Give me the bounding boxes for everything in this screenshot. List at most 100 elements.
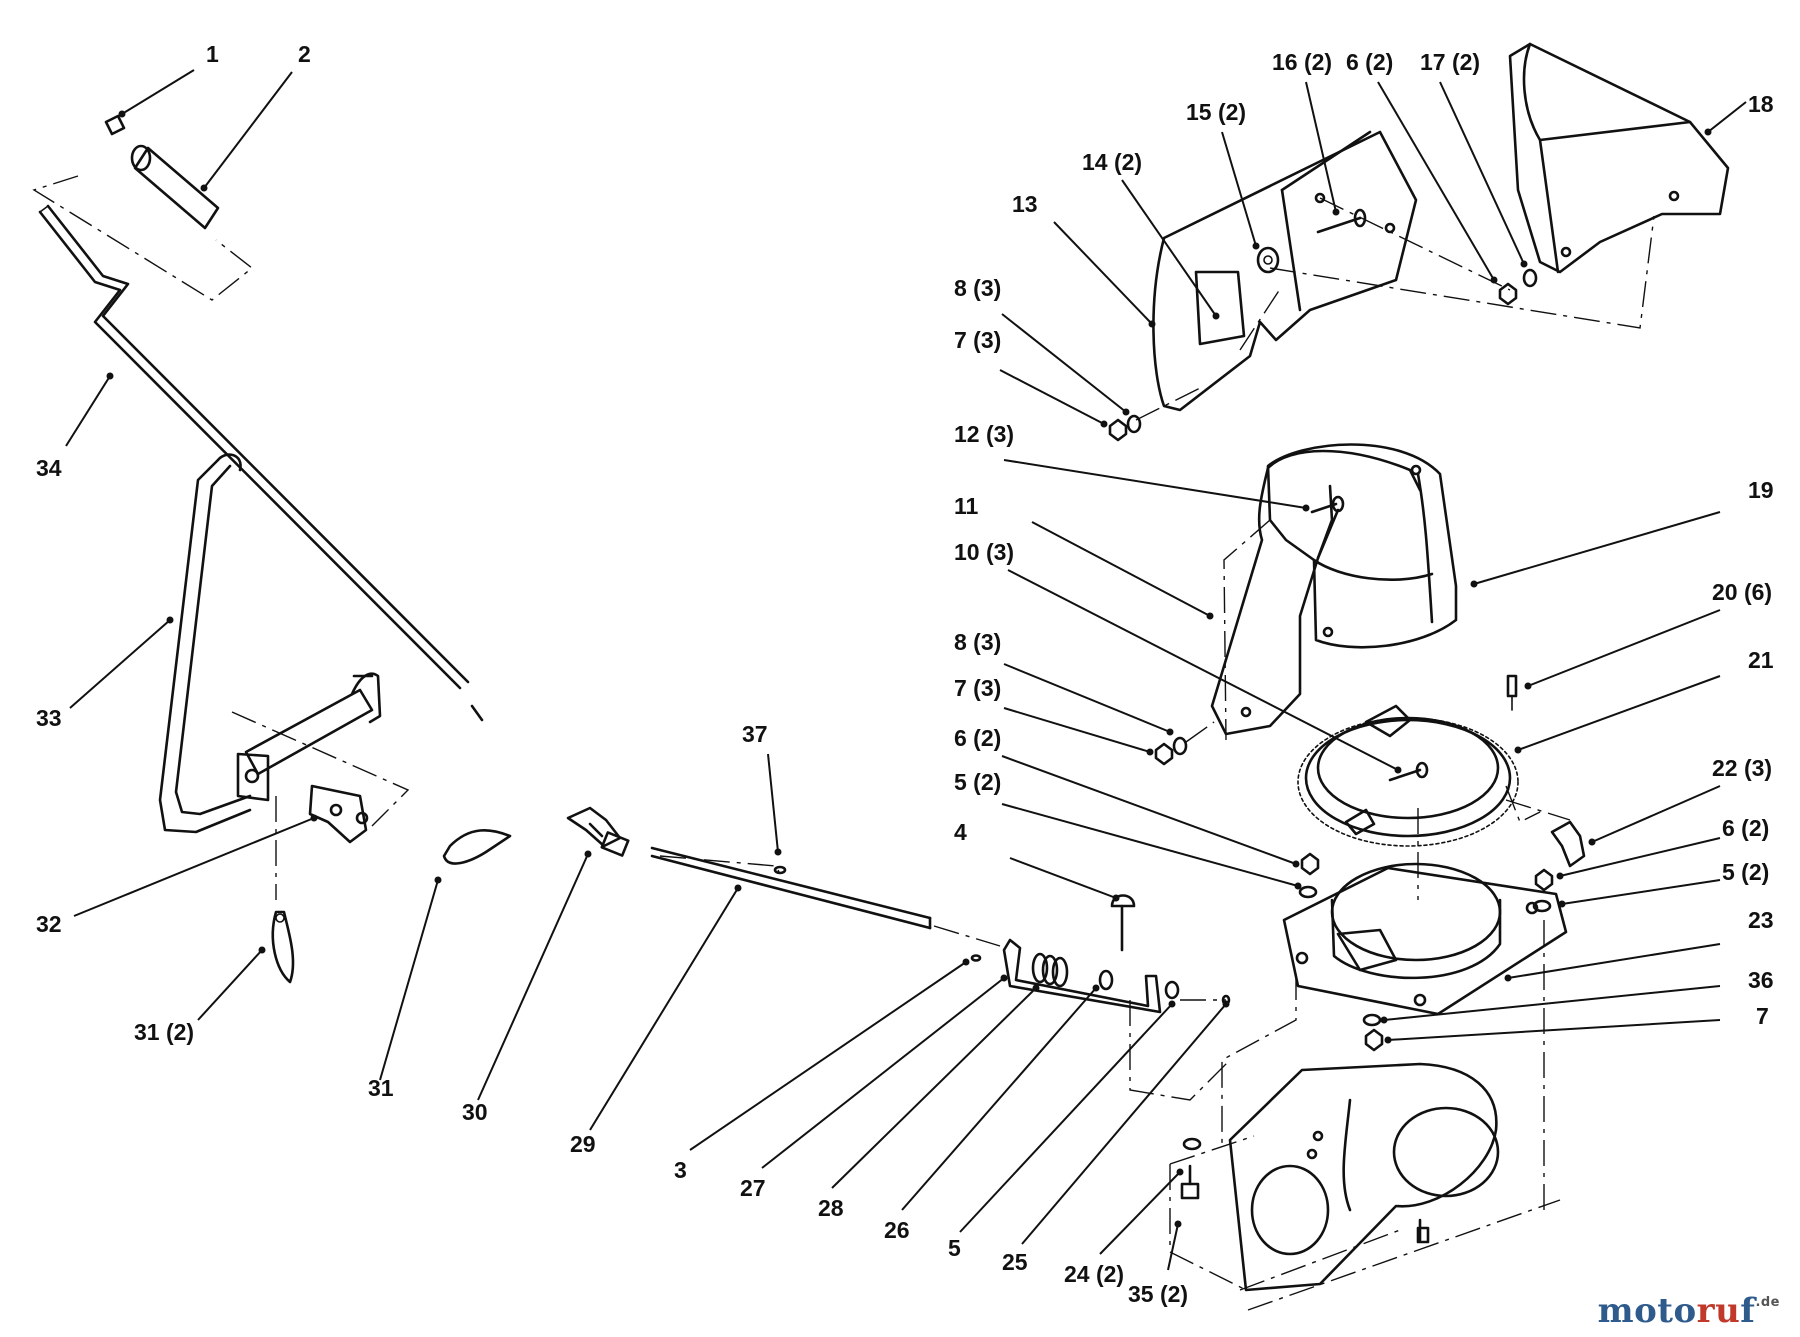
phantom-grip: [32, 175, 254, 301]
washer-5: [1164, 980, 1180, 1000]
callout-5-2: 5 (2): [954, 769, 1001, 795]
watermark-tld: .de: [1755, 1295, 1780, 1310]
callout-32: 32: [36, 911, 62, 937]
callout-labels: 1 2 34 33 32 31 (2) 31 30 29 37 3 27 28 …: [36, 41, 1774, 1307]
callout-24: 24 (2): [1064, 1261, 1124, 1287]
callout-28: 28: [818, 1195, 844, 1221]
chute-ring-19: [1266, 443, 1458, 649]
phantom-lower-nuts: [1185, 519, 1271, 743]
washer-24: [1182, 1137, 1202, 1151]
phantom-ring: [1505, 785, 1571, 823]
callout-12: 12 (3): [954, 421, 1014, 447]
callout-18: 18: [1748, 91, 1774, 117]
nut-6t: [1498, 282, 1518, 306]
callout-8-3-lower: 8 (3): [954, 629, 1001, 655]
phantom-housing: [1169, 1135, 1561, 1311]
ring-gear-21: [1297, 704, 1519, 847]
cap-1: [104, 114, 126, 136]
bolt-4: [1110, 894, 1136, 952]
watermark-part1: moto: [1597, 1291, 1697, 1331]
hairpin-31: [442, 828, 512, 865]
nut-washer-7-8-lower: [1154, 736, 1188, 766]
bolt-12: [1310, 495, 1345, 514]
bolt-16: [1316, 208, 1367, 234]
grip-2: [130, 144, 220, 230]
bolt-35: [1180, 1164, 1200, 1200]
phantom-plate-left: [1221, 974, 1297, 1146]
callout-11: 11: [954, 493, 979, 519]
callout-2: 2: [298, 41, 311, 67]
callout-8-3-upper: 8 (3): [954, 275, 1001, 301]
callout-16: 16 (2): [1272, 49, 1332, 75]
watermark-part2: ru: [1696, 1291, 1741, 1331]
nut-washer-7-8-upper: [1108, 414, 1142, 442]
watermark-logo: motoruf.de: [1598, 1291, 1780, 1331]
phantom-deflector: [1269, 197, 1655, 329]
callout-5: 5: [948, 1235, 961, 1261]
shaft-mount-32: [236, 672, 382, 844]
washer-nut-36-7: [1362, 1013, 1384, 1052]
callout-7-3-lower: 7 (3): [954, 675, 1001, 701]
pin-37: [773, 865, 787, 875]
callout-21: 21: [1748, 647, 1774, 673]
lever-27: [1002, 938, 1162, 1014]
washer-17: [1522, 268, 1538, 288]
callout-10: 10 (3): [954, 539, 1014, 565]
callout-27: 27: [740, 1175, 766, 1201]
callout-6-2-top: 6 (2): [1346, 49, 1393, 75]
clip-22: [1550, 820, 1586, 868]
phantom-upper-nuts: [1135, 285, 1283, 421]
callout-4: 4: [954, 819, 967, 845]
housing-elbow: [1228, 1062, 1500, 1292]
callout-7: 7: [1756, 1003, 1769, 1029]
label-14: [1194, 270, 1246, 346]
callout-19: 19: [1748, 477, 1774, 503]
callout-36: 36: [1748, 967, 1774, 993]
universal-joint-30: [470, 704, 630, 857]
deflector-18: [1508, 42, 1730, 274]
callout-15: 15 (2): [1186, 99, 1246, 125]
callout-25: 25: [1002, 1249, 1028, 1275]
nut-5-6-left: [1298, 852, 1320, 899]
callout-34: 34: [36, 455, 62, 481]
callout-3: 3: [674, 1157, 687, 1183]
callout-33: 33: [36, 705, 62, 731]
pin-3: [970, 954, 982, 962]
callout-6-2: 6 (2): [954, 725, 1001, 751]
callout-35: 35 (2): [1128, 1281, 1188, 1307]
screw-20: [1506, 674, 1518, 711]
callout-37: 37: [742, 721, 768, 747]
nut-5-6-right: [1532, 868, 1554, 913]
shift-rod-29: [650, 846, 932, 930]
callout-14: 14 (2): [1082, 149, 1142, 175]
callout-31-2: 31 (2): [134, 1019, 194, 1045]
callout-29: 29: [570, 1131, 596, 1157]
washer-15: [1256, 246, 1280, 274]
base-plate-23: [1282, 862, 1568, 1016]
phantom-rod: [659, 855, 781, 875]
hairpin-31b: [271, 910, 295, 984]
leader-dots: [106, 110, 1712, 1228]
leader-lines: [65, 69, 1747, 1271]
callout-26: 26: [884, 1217, 910, 1243]
watermark-part3: f: [1740, 1291, 1756, 1331]
callout-1: 1: [206, 41, 219, 67]
bolt-10: [1388, 761, 1429, 782]
callout-5-2-right: 5 (2): [1722, 859, 1769, 885]
callout-7-3-upper: 7 (3): [954, 327, 1001, 353]
callout-17: 17 (2): [1420, 49, 1480, 75]
bracket-33: [158, 453, 252, 834]
chute-upper-13: [1152, 130, 1418, 412]
callout-31: 31: [368, 1075, 394, 1101]
phantom-mount: [231, 711, 410, 827]
phantom-rod-end: [933, 925, 1001, 947]
callout-22: 22 (3): [1712, 755, 1772, 781]
callout-6-2-right: 6 (2): [1722, 815, 1769, 841]
spring-28: [1031, 952, 1069, 988]
callout-13: 13: [1012, 191, 1038, 217]
handle-rod-34: [38, 204, 470, 690]
callout-23: 23: [1748, 907, 1774, 933]
washer-26: [1098, 969, 1114, 991]
callout-30: 30: [462, 1099, 488, 1125]
